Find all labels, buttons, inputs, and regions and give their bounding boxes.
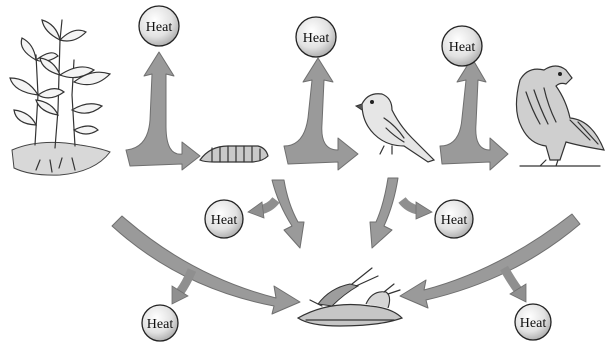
heat-bubble-3: Heat bbox=[442, 26, 482, 66]
plant-illustration bbox=[10, 20, 110, 175]
caterpillar-illustration bbox=[200, 146, 268, 162]
heat-label: Heat bbox=[303, 31, 330, 46]
heat-label: Heat bbox=[211, 213, 238, 228]
heat-bubble-1: Heat bbox=[139, 6, 179, 46]
heat-bubble-6: Heat bbox=[142, 305, 178, 341]
heat-label: Heat bbox=[147, 317, 174, 332]
energy-arrows bbox=[126, 52, 508, 170]
heat-bubble-2: Heat bbox=[296, 17, 336, 57]
heat-label: Heat bbox=[441, 213, 468, 228]
heat-label: Heat bbox=[449, 40, 476, 55]
decomposers-illustration bbox=[298, 268, 402, 326]
small-bird-illustration bbox=[356, 94, 434, 162]
heat-bubble-5: Heat bbox=[435, 200, 473, 238]
vulture-illustration bbox=[516, 66, 604, 166]
heat-bubble-7: Heat bbox=[515, 304, 551, 340]
heat-label: Heat bbox=[520, 316, 547, 331]
heat-bubble-4: Heat bbox=[205, 200, 243, 238]
heat-label: Heat bbox=[146, 20, 173, 35]
